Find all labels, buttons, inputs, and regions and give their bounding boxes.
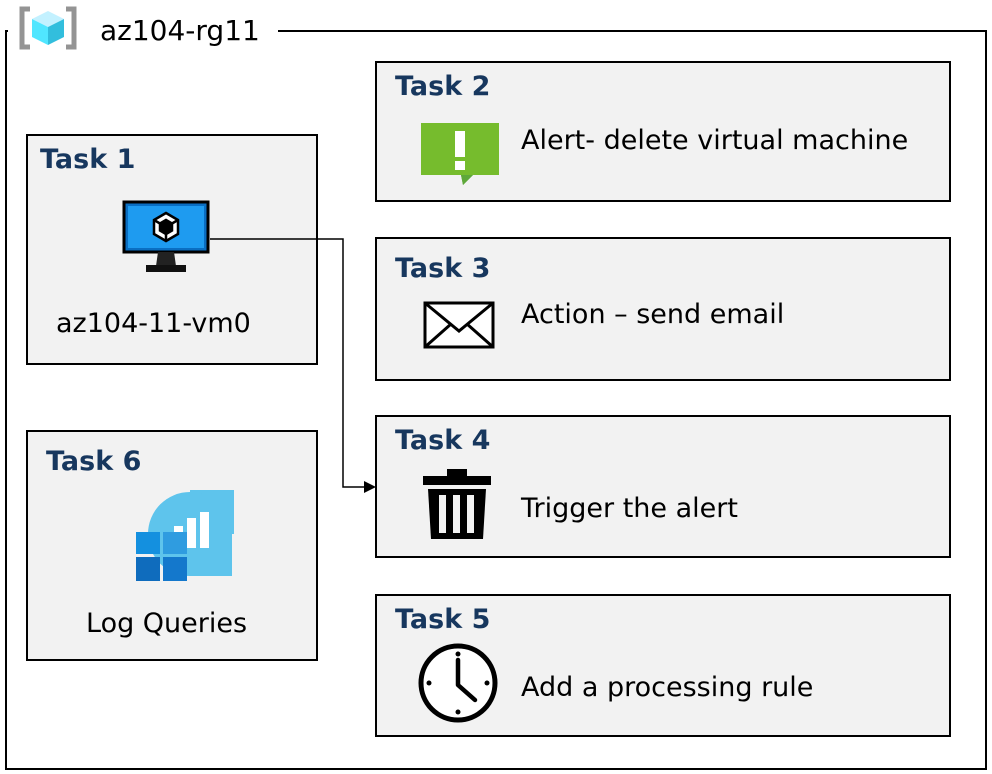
task2-text: Alert- delete virtual machine — [521, 125, 909, 156]
envelope-icon — [423, 301, 495, 353]
task6-label: Task 6 — [46, 446, 142, 477]
task6-text: Log Queries — [86, 608, 248, 639]
alert-icon — [419, 121, 501, 191]
clock-icon — [417, 642, 499, 728]
task5-label: Task 5 — [395, 604, 491, 635]
trash-icon — [421, 467, 493, 545]
task4-box: Task 4 Trigger the alert — [375, 415, 951, 558]
task5-text: Add a processing rule — [521, 672, 814, 703]
task1-text: az104-11-vm0 — [56, 308, 251, 339]
task3-box: Task 3 Action – send email — [375, 237, 951, 381]
task2-label: Task 2 — [395, 71, 491, 102]
virtual-machine-icon — [122, 200, 210, 280]
task4-label: Task 4 — [395, 425, 491, 456]
task1-label: Task 1 — [40, 144, 136, 175]
resource-group-title: az104-rg11 — [100, 13, 260, 47]
resource-group-header: az104-rg11 — [8, 4, 278, 56]
resource-group-container — [5, 30, 987, 770]
task5-box: Task 5 Add a processing rule — [375, 594, 951, 737]
task3-label: Task 3 — [395, 253, 491, 284]
resource-group-icon — [16, 5, 80, 55]
task2-box: Task 2 Alert- delete virtual machine — [375, 61, 951, 202]
task1-box: Task 1 az104-11-vm0 — [26, 134, 318, 365]
task3-text: Action – send email — [521, 299, 785, 330]
log-analytics-icon — [134, 450, 274, 590]
task4-text: Trigger the alert — [521, 493, 738, 524]
task6-box: Task 6 Log Queries — [26, 430, 318, 661]
